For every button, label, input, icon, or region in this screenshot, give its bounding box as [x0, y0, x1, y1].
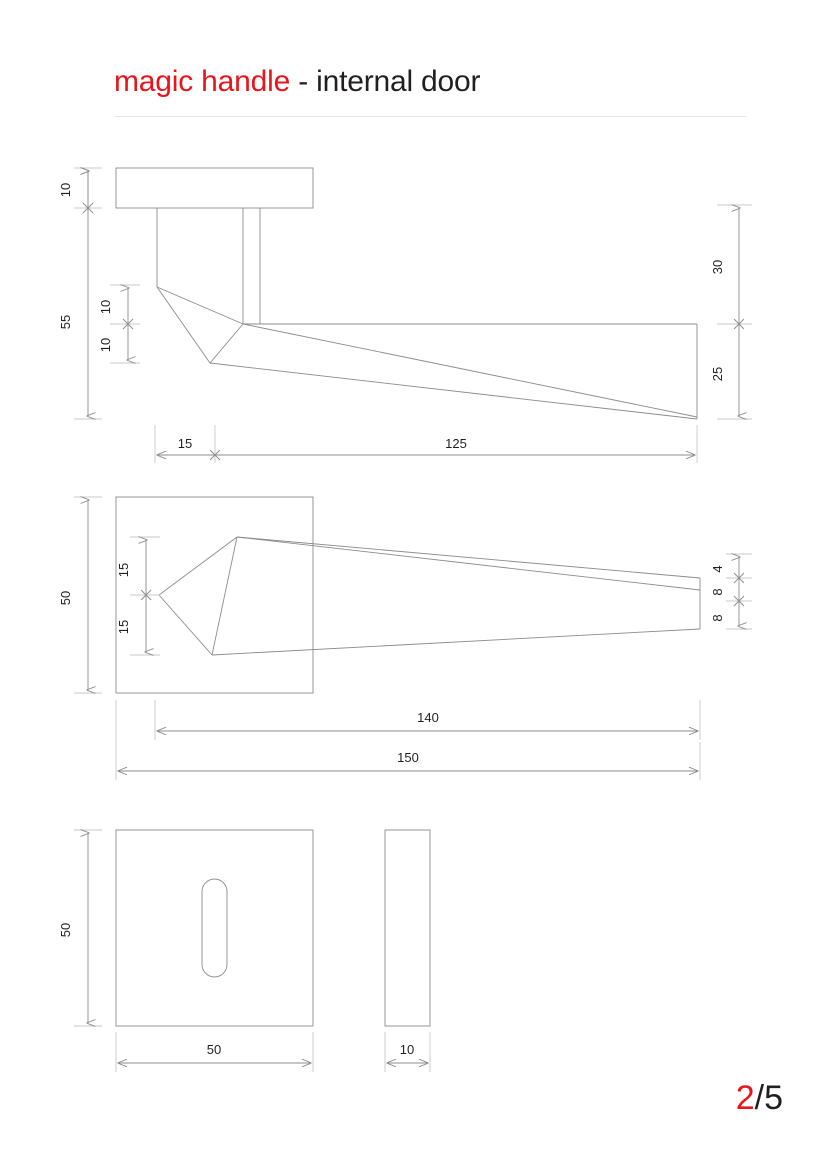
dim-v1-overall-height [74, 171, 102, 419]
dim-label-v3-50-h: 50 [207, 1042, 221, 1057]
dim-label-v2-4: 4 [710, 565, 725, 572]
title-subtitle: - internal door [290, 65, 481, 98]
dim-label-v2-15-b: 15 [116, 620, 131, 634]
title-brand: magic handle [114, 65, 291, 98]
plan-wedge-upper [158, 536, 238, 596]
page-number-total: 5 [764, 1079, 783, 1117]
dim-label-v2-140: 140 [417, 710, 439, 725]
dim-label-v1-25: 25 [710, 367, 725, 381]
dim-v3-rose-thickness [384, 1032, 431, 1072]
facet-top-edge [156, 286, 244, 325]
dim-label-v1-10-b: 10 [98, 338, 113, 352]
page-number-current: 2 [735, 1079, 755, 1117]
dim-label-v2-8-b: 8 [710, 614, 725, 621]
lever-mid-edge [242, 323, 698, 418]
page-number: 2/5 [736, 1081, 783, 1115]
rose-plate-side [384, 829, 431, 1027]
dim-v2-lever-span [154, 700, 701, 740]
dim-v1-right-stack [717, 205, 752, 419]
view-rose-plate [74, 829, 431, 1072]
rose-plate-front [115, 829, 314, 1027]
rose-plate-edge [115, 167, 314, 209]
view-plan [74, 497, 752, 780]
plan-wedge-lower [158, 594, 213, 656]
keyhole-slot [201, 878, 228, 978]
dim-v3-rose-width [115, 1032, 314, 1072]
dim-label-v2-150: 150 [397, 750, 419, 765]
dim-label-v2-50: 50 [58, 591, 73, 605]
dim-v1-neck-segments [110, 285, 140, 363]
plan-lever-top-edge [236, 536, 701, 579]
dim-label-v3-50-v: 50 [58, 923, 73, 937]
dim-v2-tip-stack [726, 554, 752, 629]
dim-label-v2-15-a: 15 [116, 563, 131, 577]
dim-label-v3-10: 10 [400, 1042, 414, 1057]
dim-label-v1-10-top: 10 [58, 183, 73, 197]
dim-label-v1-30: 30 [710, 260, 725, 274]
plan-lever-bottom-edge [211, 628, 701, 656]
plan-wedge-crease [211, 536, 238, 656]
header-divider [115, 116, 746, 117]
dim-v2-overall-length [115, 700, 701, 780]
facet-diagonal-edge [209, 323, 244, 364]
view-side-elevation [74, 168, 752, 463]
dim-v2-half-segments [130, 537, 160, 655]
lever-bottom-edge [209, 362, 698, 420]
rose-plate-plan [115, 496, 314, 694]
dim-label-v1-125: 125 [445, 436, 467, 451]
dim-v2-rose-height [74, 497, 102, 693]
dim-label-v1-55: 55 [58, 315, 73, 329]
dim-v3-rose-height [74, 830, 102, 1026]
dim-v1-bottom [154, 425, 698, 463]
dim-v1-rose-thickness [74, 168, 102, 214]
dimension-labels: 10 55 10 10 30 25 15 125 50 15 15 4 8 8 … [58, 183, 725, 1057]
dim-label-v1-15: 15 [178, 436, 192, 451]
facet-left-edge [156, 286, 211, 364]
page-number-separator: / [754, 1079, 765, 1117]
dim-label-v2-8-a: 8 [710, 588, 725, 595]
plan-lever-top-facet [236, 536, 701, 591]
page-title: magic handle - internal door [114, 62, 480, 102]
dim-label-v1-10-a: 10 [98, 300, 113, 314]
